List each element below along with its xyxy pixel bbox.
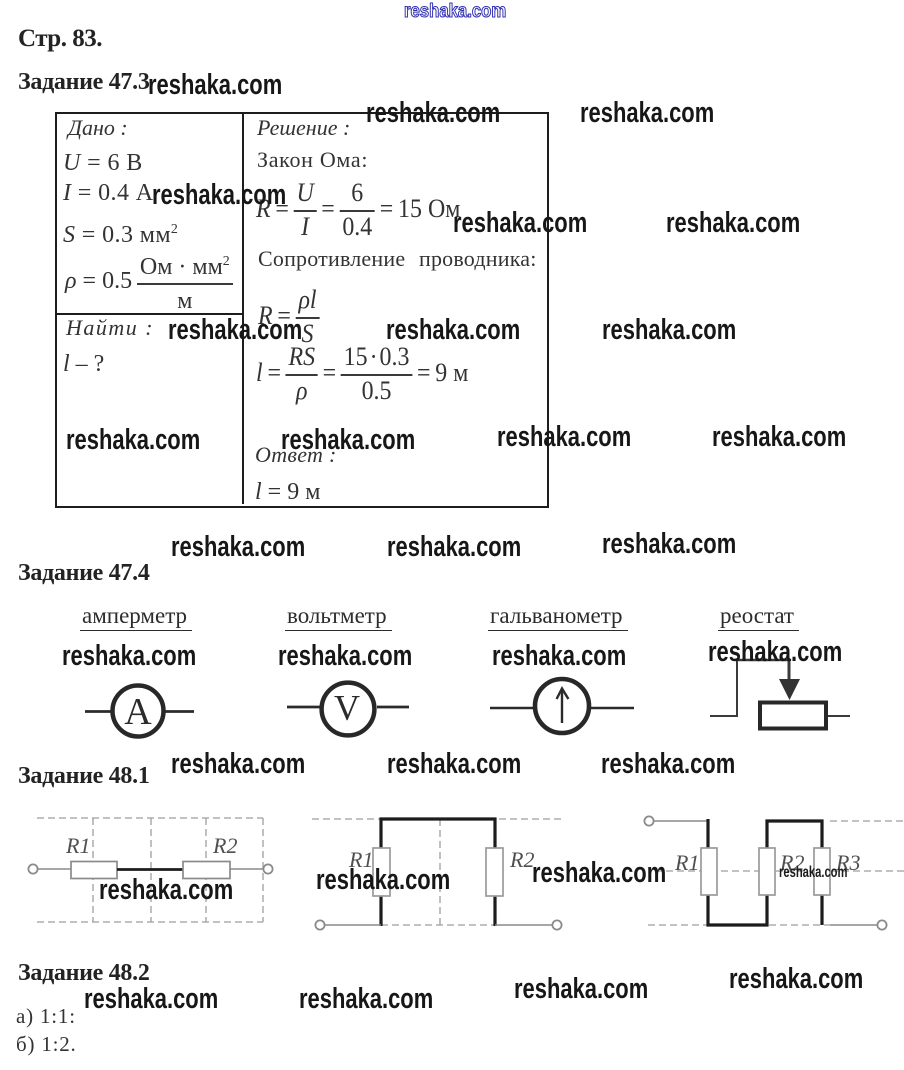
svg-text:A: A — [124, 691, 152, 733]
svg-text:R2: R2 — [212, 833, 237, 858]
svg-text:R2: R2 — [779, 850, 804, 875]
svg-text:R3: R3 — [835, 850, 860, 875]
svg-text:R1: R1 — [65, 833, 90, 858]
svg-text:V: V — [334, 688, 360, 728]
svg-text:R1: R1 — [674, 850, 699, 875]
svg-text:R1: R1 — [348, 847, 373, 872]
svg-text:R2: R2 — [509, 847, 534, 872]
